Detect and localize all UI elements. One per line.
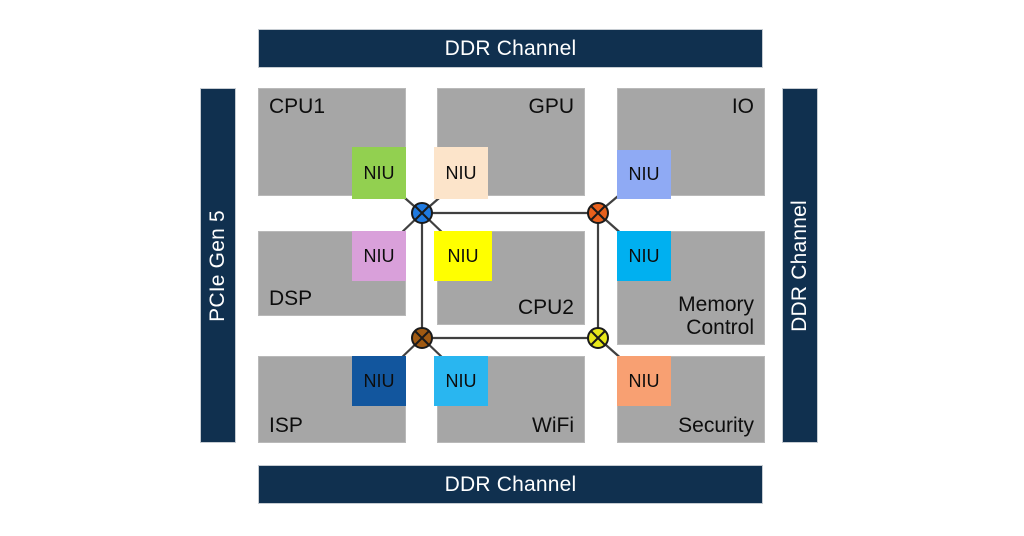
niu-io-label: NIU — [628, 164, 660, 184]
ip-block-security-label: Security — [678, 414, 754, 438]
ip-block-cpu1-label: CPU1 — [269, 95, 326, 118]
niu-cpu1[interactable]: NIU — [352, 147, 406, 199]
niu-memory-control[interactable]: NIU — [617, 231, 671, 281]
pcie-gen5-label: PCIe Gen 5 — [206, 209, 230, 322]
router-node-bottom-right — [587, 327, 609, 349]
niu-cpu1-label: NIU — [363, 162, 395, 183]
niu-cpu2-label: NIU — [447, 245, 479, 266]
ddr-channel-right-label: DDR Channel — [788, 199, 812, 332]
ip-block-wifi-label: WiFi — [532, 414, 574, 438]
niu-security[interactable]: NIU — [617, 356, 671, 406]
niu-dsp[interactable]: NIU — [352, 231, 406, 281]
niu-security-label: NIU — [628, 370, 660, 391]
ip-block-memory-control-label: Memory Control — [678, 292, 754, 340]
niu-wifi-label: NIU — [445, 370, 477, 391]
niu-wifi[interactable]: NIU — [434, 356, 488, 406]
niu-io[interactable]: NIU — [617, 150, 671, 199]
niu-gpu-label: NIU — [445, 162, 477, 183]
ip-block-gpu-label: GPU — [528, 95, 574, 118]
ip-block-dsp-label: DSP — [269, 287, 313, 311]
niu-dsp-label: NIU — [363, 245, 395, 266]
ddr-channel-bottom-bar: DDR Channel — [258, 465, 763, 504]
niu-gpu[interactable]: NIU — [434, 147, 488, 199]
ddr-channel-right-bar: DDR Channel — [782, 88, 818, 443]
router-node-bottom-left — [411, 327, 433, 349]
ddr-channel-bottom-label: DDR Channel — [444, 472, 577, 496]
ip-block-io-label: IO — [731, 95, 754, 118]
pcie-gen5-left-bar: PCIe Gen 5 — [200, 88, 236, 443]
niu-cpu2[interactable]: NIU — [434, 231, 492, 281]
ip-block-cpu1[interactable]: CPU1 — [258, 88, 406, 196]
niu-isp-label: NIU — [363, 370, 395, 391]
ddr-channel-top-label: DDR Channel — [444, 36, 577, 60]
router-node-top-right — [587, 202, 609, 224]
ip-block-cpu2-label: CPU2 — [517, 296, 574, 320]
niu-isp[interactable]: NIU — [352, 356, 406, 406]
ddr-channel-top-bar: DDR Channel — [258, 29, 763, 68]
niu-memory-control-label: NIU — [628, 245, 660, 266]
ip-block-isp-label: ISP — [269, 414, 303, 438]
router-node-top-left — [411, 202, 433, 224]
